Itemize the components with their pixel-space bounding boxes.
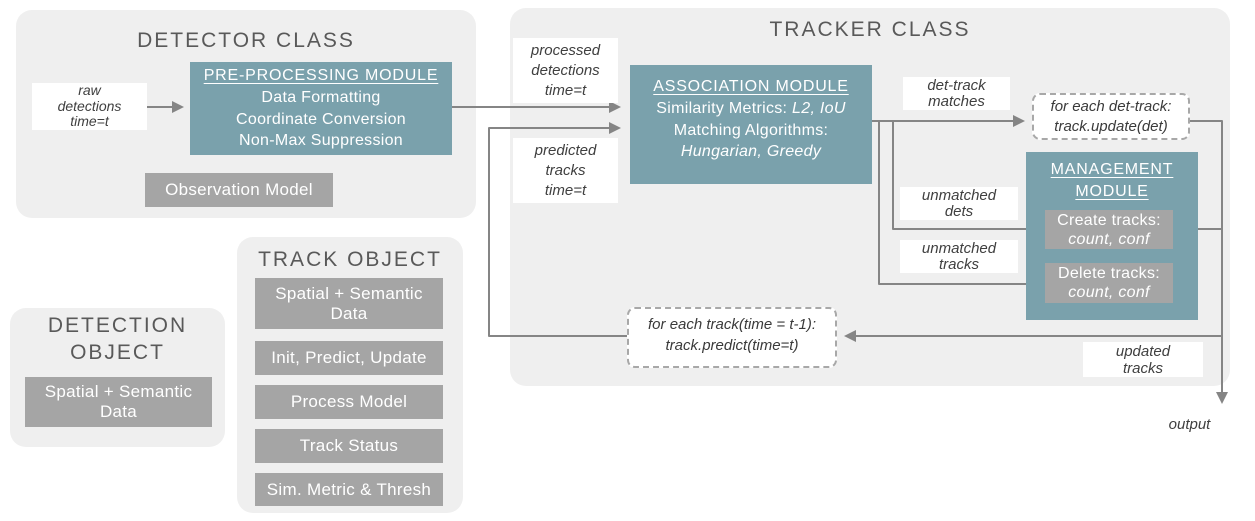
track-object-item: Init, Predict, Update	[255, 341, 443, 375]
foreach-dettrack-box: for each det-track: track.update(det)	[1032, 93, 1190, 140]
observation-model-box: Observation Model	[145, 173, 333, 207]
association-metrics-line: Similarity Metrics: L2, IoU	[656, 100, 846, 117]
detection-object-item: Spatial + Semantic Data	[25, 377, 212, 427]
unmatched-tracks-label: unmatched tracks	[900, 240, 1018, 273]
track-object-item: Spatial + Semantic Data	[255, 278, 443, 329]
output-label: output	[1168, 415, 1211, 433]
processed-detections-label: processed detections time=t	[513, 38, 618, 103]
association-algorithms-line: Matching Algorithms:	[673, 121, 829, 139]
create-tracks-box: Create tracks: count, conf	[1045, 210, 1173, 249]
arrow-output-line	[1190, 120, 1228, 404]
delete-tracks-box: Delete tracks: count, conf	[1045, 263, 1173, 303]
management-module: MANAGEMENT MODULE Create tracks: count, …	[1026, 152, 1198, 320]
arrow-predicted-tracks-to-association	[488, 122, 627, 337]
raw-detections-label: raw detections time=t	[32, 83, 147, 130]
unmatched-dets-label: unmatched dets	[900, 187, 1018, 220]
track-object-item: Sim. Metric & Thresh	[255, 473, 443, 506]
arrow-unmatched-tracks-to-delete	[878, 121, 1038, 290]
track-object-title: TRACK OBJECT	[258, 248, 442, 271]
association-module: ASSOCIATION MODULE Similarity Metrics: L…	[630, 65, 872, 184]
preprocessing-module-title: PRE-PROCESSING MODULE	[203, 67, 439, 84]
det-track-matches-label: det-track matches	[903, 77, 1010, 110]
track-object-item: Process Model	[255, 385, 443, 419]
preprocessing-item: Coordinate Conversion	[236, 110, 406, 128]
track-object-item: Track Status	[255, 429, 443, 463]
association-algorithms-value: Hungarian, Greedy	[680, 143, 822, 160]
tracker-class-title: TRACKER CLASS	[769, 18, 971, 41]
arrow-unmatched-dets-to-create	[892, 121, 1038, 235]
preprocessing-item: Data Formatting	[261, 89, 381, 106]
predicted-tracks-label: predicted tracks time=t	[513, 138, 618, 203]
management-module-title: MANAGEMENT MODULE	[1050, 161, 1174, 200]
association-module-title: ASSOCIATION MODULE	[653, 78, 849, 95]
preprocessing-item: Non-Max Suppression	[239, 132, 403, 149]
preprocessing-module: PRE-PROCESSING MODULE Data Formatting Co…	[190, 62, 452, 155]
detector-class-title: DETECTOR CLASS	[137, 29, 355, 52]
updated-tracks-label: updated tracks	[1083, 342, 1203, 377]
detection-object-title: DETECTION OBJECT	[47, 314, 188, 364]
foreach-track-box: for each track(time = t-1): track.predic…	[627, 307, 837, 368]
